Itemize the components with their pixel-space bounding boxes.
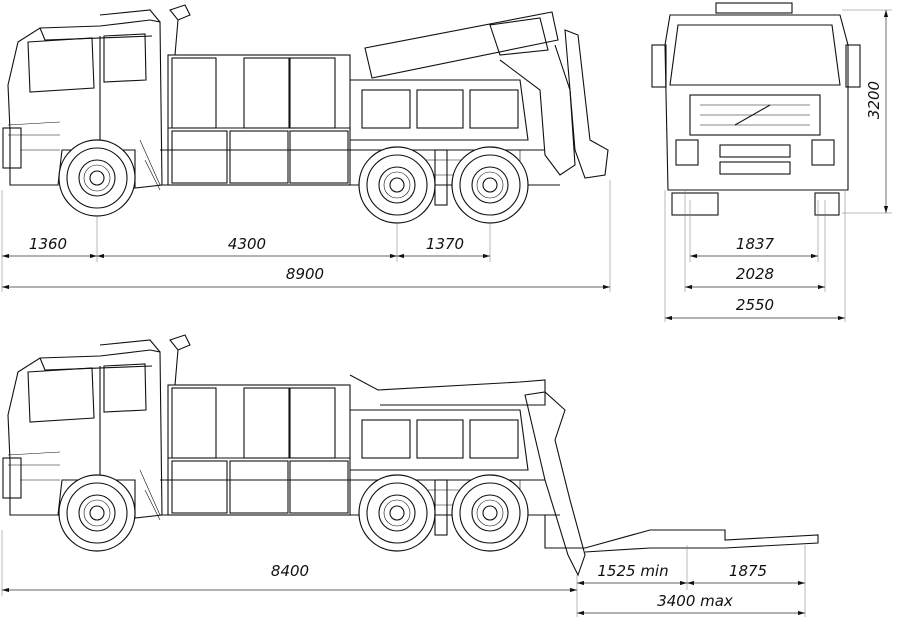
dim-underlift-ext: 1875: [729, 562, 767, 580]
dim-wheelbase: 4300: [228, 235, 266, 253]
dim-height: 3200: [865, 81, 883, 119]
dim-transport-length: 8400: [271, 562, 309, 580]
rear-wheel-1: [358, 146, 436, 224]
side-view-transport: [2, 334, 819, 577]
dim-width: 2550: [736, 296, 774, 314]
rear-wheel-2: [451, 474, 529, 552]
side-view-working: 1360 4300 1370 8900: [1, 4, 611, 292]
stinger-stowed: [524, 391, 586, 577]
crane-boom-stowed: [349, 374, 546, 406]
rear-wheel-2: [451, 146, 529, 224]
dim-track-rear: 1837: [736, 235, 775, 253]
stinger: [564, 29, 609, 179]
dim-overall-length: 8900: [286, 265, 324, 283]
rear-wheel-1: [358, 474, 436, 552]
dim-underlift-max: 3400 max: [657, 592, 733, 610]
dim-front-overhang: 1360: [29, 235, 67, 253]
dim-underlift-min: 1525 min: [597, 562, 668, 580]
front-view: 1837 2028 2550 3200: [651, 2, 892, 322]
front-wheel: [58, 139, 136, 217]
front-wheel: [58, 474, 136, 552]
dim-track-front: 2028: [736, 265, 774, 283]
dim-tandem: 1370: [426, 235, 464, 253]
underlift: [544, 515, 819, 553]
